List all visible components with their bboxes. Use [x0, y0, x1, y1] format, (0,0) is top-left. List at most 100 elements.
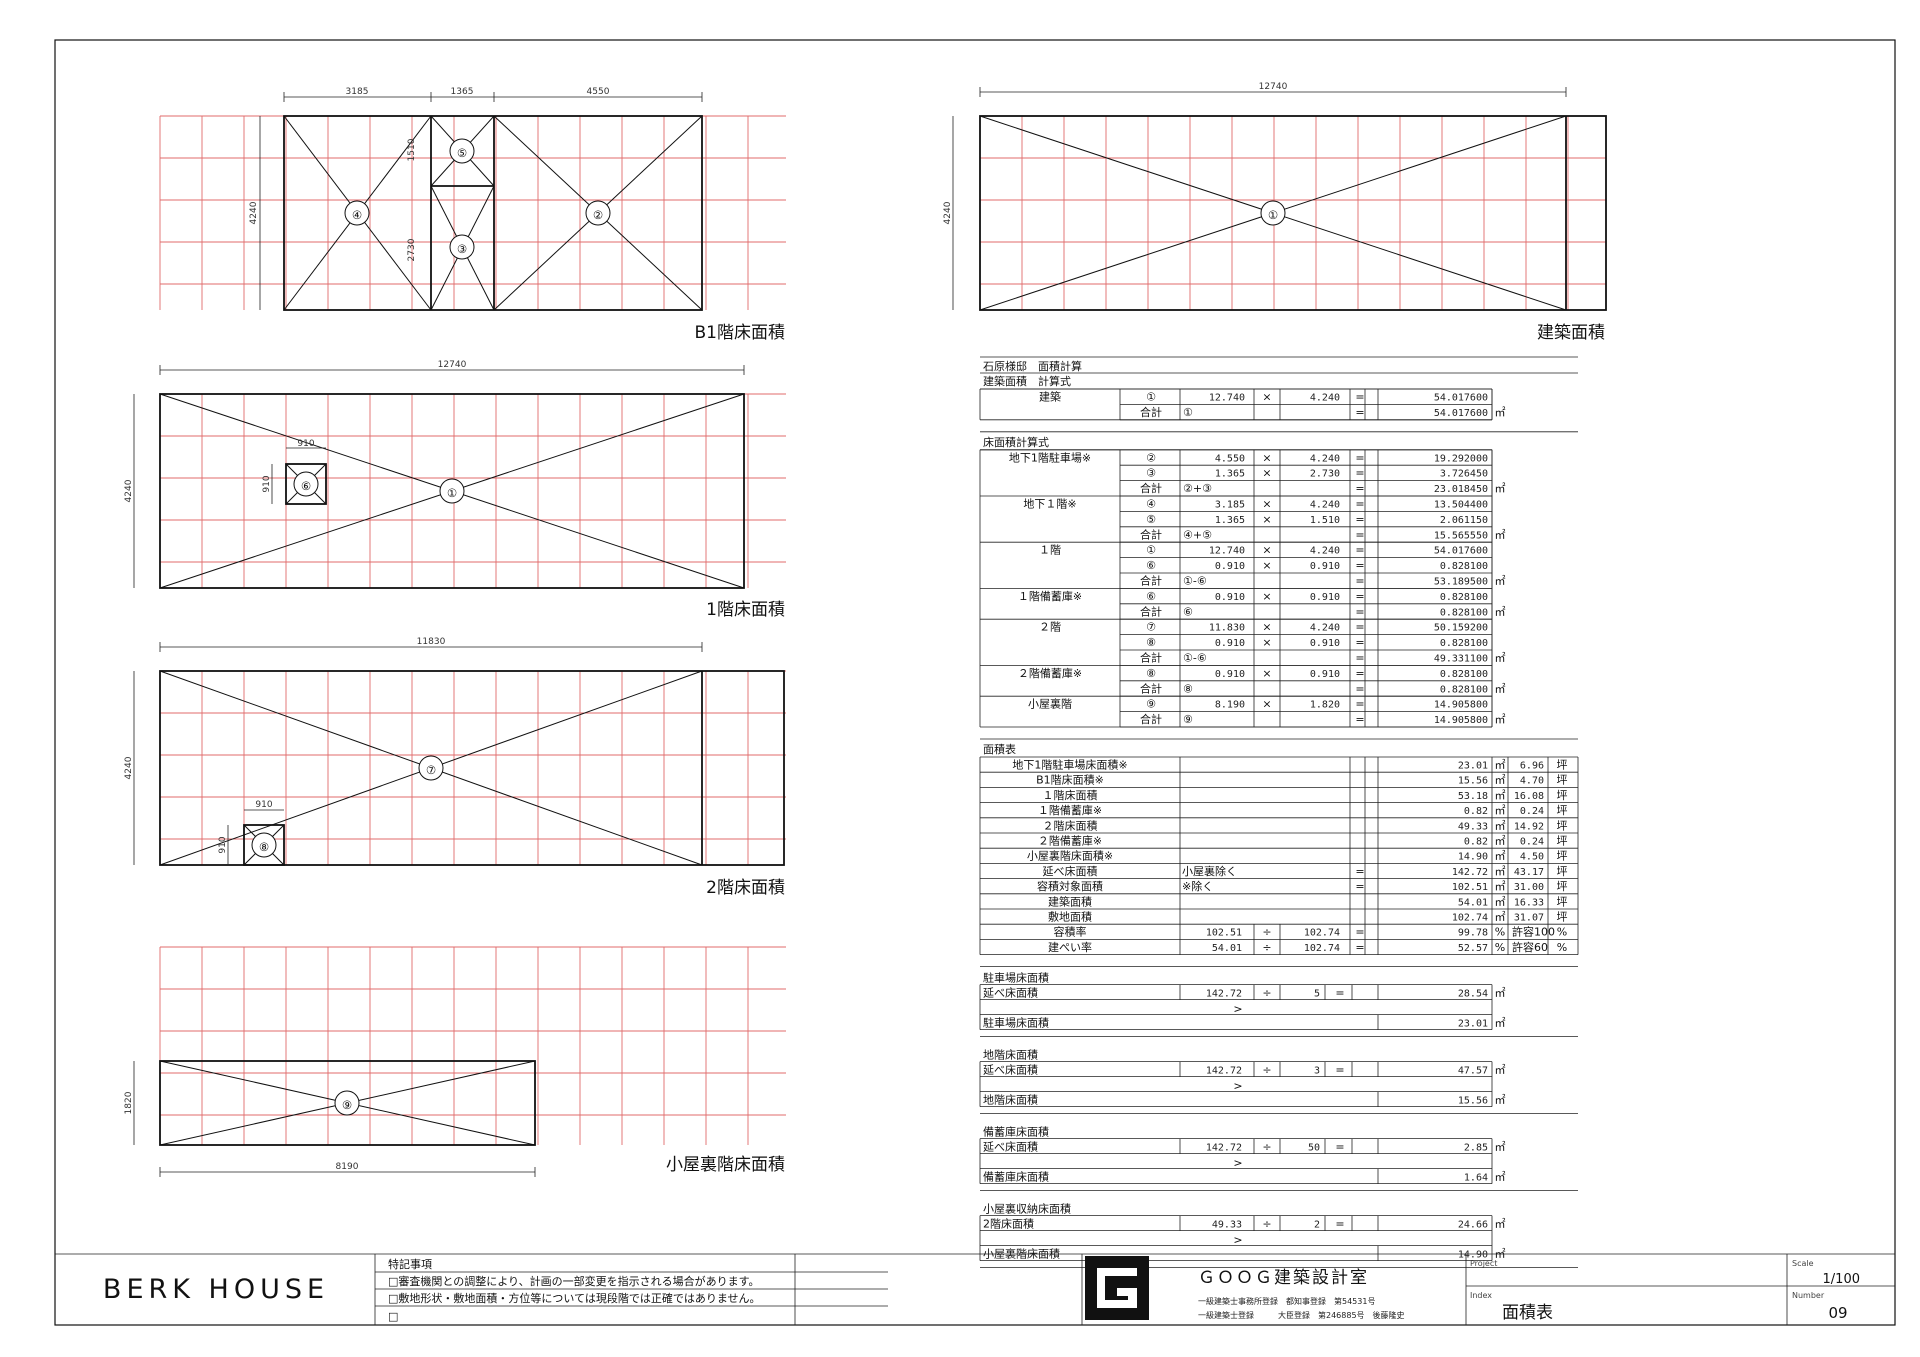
building-area-header: 建築面積 計算式	[983, 374, 1071, 388]
row-eq: =	[1355, 482, 1364, 495]
area-row-tsubo-unit: 坪	[1557, 819, 1568, 832]
row-eq: =	[1355, 528, 1364, 541]
area-row-tsubo: 0.24	[1520, 806, 1544, 817]
area-row-value: 0.82	[1464, 806, 1488, 817]
area-row-num-b: 102.74	[1304, 928, 1340, 939]
f1-dim-small-h: 910	[297, 439, 314, 449]
row-id: 合計	[1140, 604, 1162, 618]
row-label: ２階	[1039, 620, 1061, 634]
check-row-unit: ㎡	[1495, 1141, 1506, 1154]
area-row-num-a: 102.51	[1206, 928, 1242, 939]
area-row-tsubo-unit: 坪	[1557, 804, 1568, 817]
area-row-value: 99.78	[1458, 928, 1488, 939]
row-id: ⑥	[1146, 590, 1156, 603]
check-row-eq: =	[1335, 1218, 1344, 1231]
row-eq: =	[1355, 498, 1364, 511]
row-op: ×	[1262, 590, 1271, 603]
check-row-value: 49.33	[1212, 1220, 1242, 1231]
check-row-label: 備蓄庫床面積	[983, 1170, 1049, 1184]
area-row-label: ２階備蓄庫※	[1038, 834, 1102, 848]
row-result: 54.017600	[1434, 408, 1488, 419]
row-op: ×	[1262, 698, 1271, 711]
number-label: Number	[1792, 1291, 1825, 1300]
check-row-divisor: 50	[1308, 1143, 1320, 1154]
svg-text:①: ①	[1268, 208, 1278, 222]
office-logo	[1085, 1256, 1149, 1320]
scale-value: 1/100	[1823, 1272, 1860, 1287]
area-row-op: ÷	[1262, 941, 1271, 954]
b1-marker-5: ⑤	[449, 138, 475, 164]
row-eq: =	[1355, 667, 1364, 680]
area-row-value: 102.51	[1452, 882, 1488, 893]
check-row-unit: ㎡	[1495, 1017, 1506, 1030]
area-row-unit2: %	[1557, 926, 1567, 939]
row-id: ⑥	[1146, 559, 1156, 572]
svg-text:②: ②	[593, 208, 603, 222]
area-row-tsubo: 31.07	[1514, 913, 1544, 924]
row-value-b: 0.910	[1310, 669, 1340, 680]
row-op: ×	[1262, 498, 1271, 511]
row-label: 建築	[1039, 390, 1061, 404]
area-row-value: 52.57	[1458, 943, 1488, 954]
note-2: □敷地形状・敷地面積・方位等については現段階では正確ではありません。	[388, 1291, 761, 1305]
plan-building-area: 12740 4240 ① 建築面積	[943, 82, 1607, 343]
row-value-b: 4.240	[1310, 546, 1340, 557]
area-row-label: 建築面積	[1048, 894, 1092, 908]
area-row-value: 102.74	[1452, 913, 1488, 924]
check-row-label: 地階床面積	[983, 1093, 1038, 1107]
check-block-header: 駐車場床面積	[983, 971, 1049, 985]
row-label: １階備蓄庫※	[1018, 589, 1082, 603]
check-row-value: 142.72	[1206, 1143, 1242, 1154]
area-row-unit: %	[1495, 941, 1505, 954]
b1-dim-top-1: 3185	[346, 87, 369, 97]
plan-attic: 8190 1820 ⑨ 小屋裏階床面積	[124, 946, 786, 1177]
row-value-b: 4.240	[1310, 623, 1340, 634]
f1-plan-title: 1階床面積	[706, 600, 785, 620]
area-row-tsubo-unit: 坪	[1557, 774, 1568, 787]
f2-marker-7: ⑦	[418, 755, 444, 781]
row-result: 2.061150	[1440, 515, 1488, 526]
row-value-b: 0.910	[1310, 561, 1340, 572]
check-row-label: 2階床面積	[983, 1217, 1034, 1231]
row-id: 合計	[1140, 405, 1162, 419]
row-eq: =	[1355, 513, 1364, 526]
b1-dim-top-3: 4550	[587, 87, 610, 97]
svg-text:⑧: ⑧	[259, 840, 269, 854]
row-eq: =	[1355, 636, 1364, 649]
f2-marker-8: ⑧	[251, 832, 277, 858]
f2-dim-left: 4240	[124, 756, 134, 779]
area-row-tsubo: 4.70	[1520, 776, 1544, 787]
row-id: ⑧	[1146, 667, 1156, 680]
row-id: ③	[1146, 467, 1156, 480]
area-row-note: 小屋裏除く	[1182, 864, 1237, 878]
row-id: ⑨	[1146, 698, 1156, 711]
check-row-label: 駐車場床面積	[983, 1016, 1049, 1030]
area-row-value: 14.90	[1458, 852, 1488, 863]
f2-dim-small-v: 910	[218, 836, 228, 853]
area-row-value: 23.01	[1458, 761, 1488, 772]
row-result: 0.828100	[1440, 607, 1488, 618]
row-eq: =	[1355, 698, 1364, 711]
row-id: 合計	[1140, 574, 1162, 588]
plan-1f: 12740 4240 910 910 ⑥ ① 1階床面積	[124, 360, 786, 620]
row-op: ×	[1262, 667, 1271, 680]
area-row-unit: ㎡	[1495, 911, 1506, 924]
check-compare: >	[1233, 1080, 1242, 1093]
row-value-a: ①	[1183, 406, 1193, 419]
row-result: 14.905800	[1434, 700, 1488, 711]
b1-plan-title: B1階床面積	[695, 323, 785, 343]
row-eq: =	[1355, 467, 1364, 480]
check-row-op: ÷	[1262, 1064, 1271, 1077]
b1-dim-top-2: 1365	[451, 87, 474, 97]
row-eq: =	[1355, 713, 1364, 726]
row-value-b: 2.730	[1310, 469, 1340, 480]
area-row-tsubo-unit: 坪	[1557, 789, 1568, 802]
area-table-header: 面積表	[983, 742, 1016, 756]
row-id: ①	[1146, 544, 1156, 557]
office-registration-2: 一級建築士登録 大臣登録 第246885号 後藤隆史	[1198, 1310, 1405, 1320]
row-id: 合計	[1140, 651, 1162, 665]
area-row-tsubo: 43.17	[1514, 867, 1544, 878]
calc-title: 石原様邸 面積計算	[983, 359, 1082, 373]
area-row-label: ２階床面積	[1043, 818, 1098, 832]
check-row-op: ÷	[1262, 987, 1271, 1000]
